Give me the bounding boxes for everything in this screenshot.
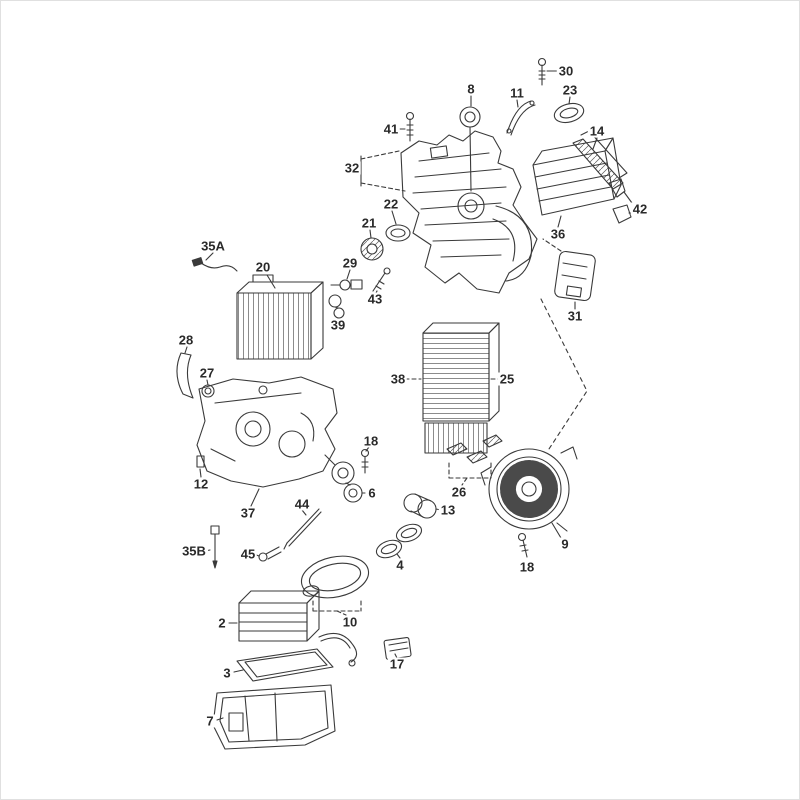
part-callout-38: 38 [388,371,408,387]
part-callout-3: 3 [221,665,233,681]
part-callout-13: 13 [438,502,458,518]
part-27 [201,379,215,398]
part-callout-7: 7 [204,713,216,729]
part-callout-23: 23 [560,82,580,98]
part-callout-39: 39 [328,317,348,333]
part-callout-32: 32 [342,160,362,176]
part-callout-41: 41 [381,121,401,137]
part-callout-45: 45 [238,546,258,562]
part-callout-35B: 35B [180,543,208,559]
part-callout-18: 18 [517,559,537,575]
rail-14 [572,130,628,190]
housing-36 [532,137,622,228]
callout-23-leader [568,96,571,105]
part-callout-26: 26 [449,484,469,500]
grommet-21 [360,229,384,261]
harness-wire [318,632,358,667]
clips-42 [608,178,633,224]
part-callout-22: 22 [381,196,401,212]
bolt-30 [537,57,558,86]
main-housing-assembly [400,126,538,294]
part-callout-35A: 35A [199,238,227,254]
bracket-28 [176,346,194,399]
part-callout-21: 21 [359,215,379,231]
sensor-35B [204,525,220,569]
seal-ring-22 [385,210,411,242]
part-callout-14: 14 [587,123,607,139]
part-callout-20: 20 [253,259,273,275]
evaporator-20 [236,274,324,360]
bracket-29 [330,269,363,291]
part-callout-17: 17 [387,656,407,672]
part-callout-2: 2 [216,615,228,631]
blower-motor-9 [480,298,588,539]
grommet-8 [459,95,481,128]
part-callout-37: 37 [238,505,258,521]
actuator-31 [542,238,596,310]
heater-box-37 [196,376,338,507]
part-callout-18: 18 [361,433,381,449]
cabin-filter-25 [404,322,500,454]
part-callout-10: 10 [340,614,360,630]
core-2 [228,590,320,642]
part-callout-28: 28 [176,332,196,348]
part-callout-25: 25 [497,371,517,387]
part-callout-36: 36 [548,226,568,242]
seal-10 [300,555,370,616]
part-callout-30: 30 [556,63,576,79]
screw-43 [372,267,391,294]
part-12 [196,455,205,478]
elbow-duct-13 [403,493,442,519]
clevis-45 [253,546,282,562]
screw-18-upper [360,446,370,474]
part-callout-6: 6 [366,485,378,501]
part-callout-4: 4 [394,557,406,573]
screw-41 [398,111,415,142]
part-callout-8: 8 [465,81,477,97]
callout-32-leader [360,150,406,192]
lower-tray-7 [212,684,336,750]
rod-44 [283,508,322,550]
seal-rings-4 [375,523,423,559]
foam-pads-26 [446,434,503,486]
part-callout-11: 11 [508,85,526,101]
gasket-23 [553,102,585,124]
part-callout-44: 44 [292,496,312,512]
part-callout-12: 12 [191,476,211,492]
fitting-39 [328,294,345,320]
part-callout-27: 27 [197,365,217,381]
part-callout-43: 43 [365,291,385,307]
flap-linkage-6 [324,454,366,503]
part-callout-42: 42 [630,201,650,217]
frame-3 [233,648,334,682]
bracket-11 [506,99,536,136]
part-callout-29: 29 [340,255,360,271]
part-callout-9: 9 [559,536,571,552]
part-callout-31: 31 [565,308,585,324]
screw-18-lower [517,532,529,558]
sensor-35A [191,252,238,272]
